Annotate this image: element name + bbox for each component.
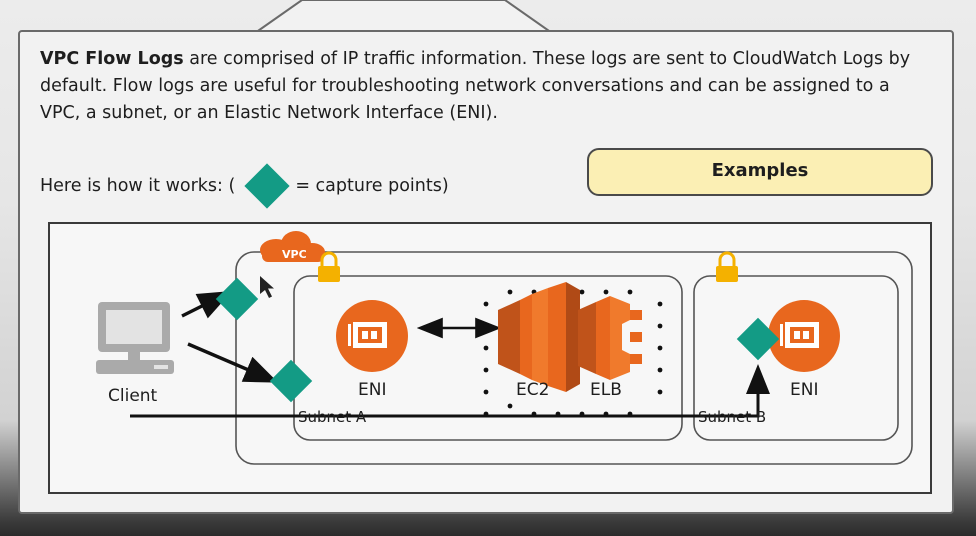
client-computer-icon [96, 302, 174, 374]
eni-a-icon [336, 300, 408, 372]
mouse-cursor-icon [260, 276, 274, 298]
intro-bold-term: VPC Flow Logs [40, 49, 184, 69]
vpc-cloud-icon [260, 231, 325, 262]
subnet-b-boundary [693, 275, 899, 441]
subnet-a-boundary [293, 275, 683, 441]
intro-paragraph: VPC Flow Logs are comprised of IP traffi… [40, 46, 920, 127]
intro-text: are comprised of IP traffic information.… [40, 49, 911, 123]
capture-point-legend-icon [244, 163, 290, 209]
eni-b-label: ENI [790, 380, 819, 400]
how-prefix: Here is how it works: ( [40, 176, 236, 196]
subnet-b-label: Subnet B [698, 408, 767, 426]
diagram-canvas [96, 231, 913, 465]
diagram-area: VPC Client ENI EC2 ELB ENI Subnet A Subn… [48, 222, 932, 494]
client-label: Client [108, 386, 158, 406]
ec2-icon [498, 282, 580, 392]
slide-panel: VPC Flow Logs are comprised of IP traffi… [18, 30, 954, 514]
vpc-capture-point-icon [215, 277, 259, 321]
subnet-a-label: Subnet A [298, 408, 367, 426]
how-suffix: = capture points) [295, 176, 449, 196]
elb-label: ELB [590, 380, 622, 400]
subnet-a-lock-icon [318, 251, 340, 282]
subnet-a-capture-point-icon [269, 359, 313, 403]
client-to-subnet-a-arrow [187, 342, 279, 383]
vpc-boundary [235, 251, 913, 465]
examples-button[interactable]: Examples [587, 148, 933, 196]
ec2-label: EC2 [516, 380, 550, 400]
client-to-eni-b-arrow [130, 364, 770, 418]
subnet-b-lock-icon [716, 251, 738, 282]
vpc-label: VPC [282, 248, 307, 261]
how-it-works-line: Here is how it works: ( = capture points… [40, 163, 449, 209]
elb-icon [578, 296, 642, 380]
eni-b-icon [768, 300, 840, 372]
eni-a-label: ENI [358, 380, 387, 400]
